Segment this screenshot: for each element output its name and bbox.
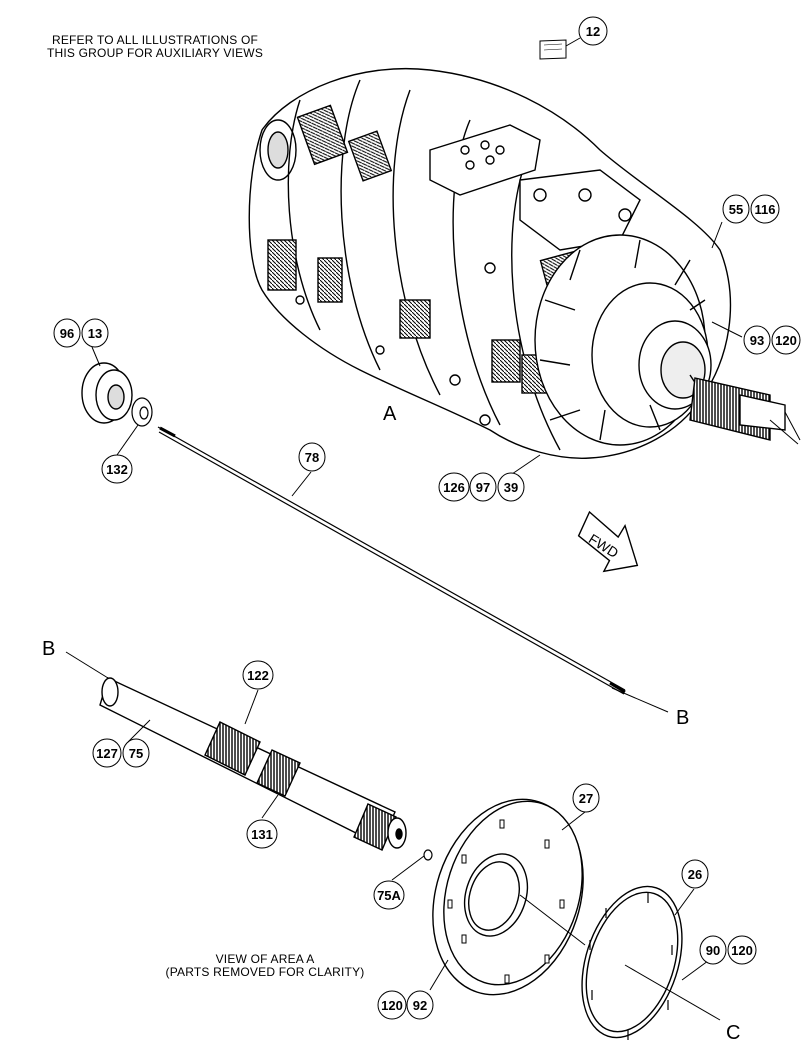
svg-text:120: 120 bbox=[381, 998, 403, 1013]
callout-132: 132 bbox=[101, 454, 133, 484]
area-c-label: C bbox=[726, 1022, 740, 1044]
area-b-label-right: B bbox=[676, 707, 689, 729]
transmission-housing bbox=[248, 68, 801, 459]
svg-text:131: 131 bbox=[251, 827, 273, 842]
callout-131: 131 bbox=[246, 819, 278, 849]
callout-120-plate: 120 bbox=[377, 990, 407, 1020]
svg-text:93: 93 bbox=[750, 333, 764, 348]
refer-note-line2: THIS GROUP FOR AUXILIARY VIEWS bbox=[46, 46, 264, 60]
bearing-race bbox=[131, 397, 153, 427]
callout-bubbles: 12 55 116 93 120 96 13 132 78 126 97 39 … bbox=[53, 16, 801, 1020]
bearing bbox=[81, 362, 133, 424]
callout-92: 92 bbox=[406, 990, 434, 1020]
svg-text:120: 120 bbox=[775, 333, 797, 348]
svg-text:55: 55 bbox=[729, 202, 743, 217]
svg-text:27: 27 bbox=[579, 791, 593, 806]
svg-text:39: 39 bbox=[504, 480, 518, 495]
callout-26: 26 bbox=[681, 859, 709, 889]
callout-78: 78 bbox=[298, 442, 326, 472]
pump-plate bbox=[432, 798, 584, 996]
svg-text:97: 97 bbox=[476, 480, 490, 495]
svg-text:90: 90 bbox=[706, 943, 720, 958]
svg-text:96: 96 bbox=[60, 326, 74, 341]
area-a-label: A bbox=[383, 403, 397, 425]
callout-97: 97 bbox=[469, 472, 497, 502]
svg-text:12: 12 bbox=[586, 24, 600, 39]
callout-90: 90 bbox=[699, 935, 727, 965]
callout-116: 116 bbox=[750, 194, 780, 224]
refer-note-line1: REFER TO ALL ILLUSTRATIONS OF bbox=[51, 33, 259, 47]
snap-ring bbox=[581, 885, 683, 1040]
view-note-line2: (PARTS REMOVED FOR CLARITY) bbox=[165, 965, 365, 979]
svg-text:92: 92 bbox=[413, 998, 427, 1013]
svg-text:75A: 75A bbox=[377, 888, 401, 903]
area-b-label-left: B bbox=[42, 638, 55, 660]
svg-text:78: 78 bbox=[305, 450, 319, 465]
callout-55: 55 bbox=[722, 194, 750, 224]
washer bbox=[423, 849, 433, 861]
long-rod bbox=[157, 426, 626, 695]
svg-text:26: 26 bbox=[688, 867, 702, 882]
callout-127: 127 bbox=[92, 738, 122, 768]
svg-text:122: 122 bbox=[247, 668, 269, 683]
svg-text:127: 127 bbox=[96, 746, 118, 761]
svg-text:75: 75 bbox=[129, 746, 143, 761]
callout-27: 27 bbox=[572, 783, 600, 813]
callout-126: 126 bbox=[438, 472, 470, 502]
callout-120-ring: 120 bbox=[727, 935, 757, 965]
forward-arrow-icon: FWD bbox=[577, 510, 639, 573]
svg-text:13: 13 bbox=[88, 326, 102, 341]
callout-13: 13 bbox=[81, 318, 109, 348]
input-shaft bbox=[99, 677, 407, 851]
callout-122: 122 bbox=[242, 660, 274, 690]
svg-text:116: 116 bbox=[755, 202, 776, 217]
callout-75: 75 bbox=[122, 738, 150, 768]
callout-120-top: 120 bbox=[771, 325, 801, 355]
decal-plate bbox=[539, 37, 581, 60]
callout-93: 93 bbox=[743, 325, 771, 355]
svg-text:120: 120 bbox=[731, 943, 753, 958]
callout-12: 12 bbox=[578, 16, 608, 46]
leader-lines bbox=[65, 221, 743, 1021]
refer-note: REFER TO ALL ILLUSTRATIONS OF THIS GROUP… bbox=[30, 34, 280, 60]
callout-75a: 75A bbox=[373, 880, 405, 910]
view-note: VIEW OF AREA A (PARTS REMOVED FOR CLARIT… bbox=[130, 953, 400, 979]
callout-96: 96 bbox=[53, 318, 81, 348]
callout-39: 39 bbox=[497, 472, 525, 502]
svg-text:132: 132 bbox=[106, 462, 128, 477]
view-note-line1: VIEW OF AREA A bbox=[215, 952, 315, 966]
svg-text:126: 126 bbox=[443, 480, 465, 495]
